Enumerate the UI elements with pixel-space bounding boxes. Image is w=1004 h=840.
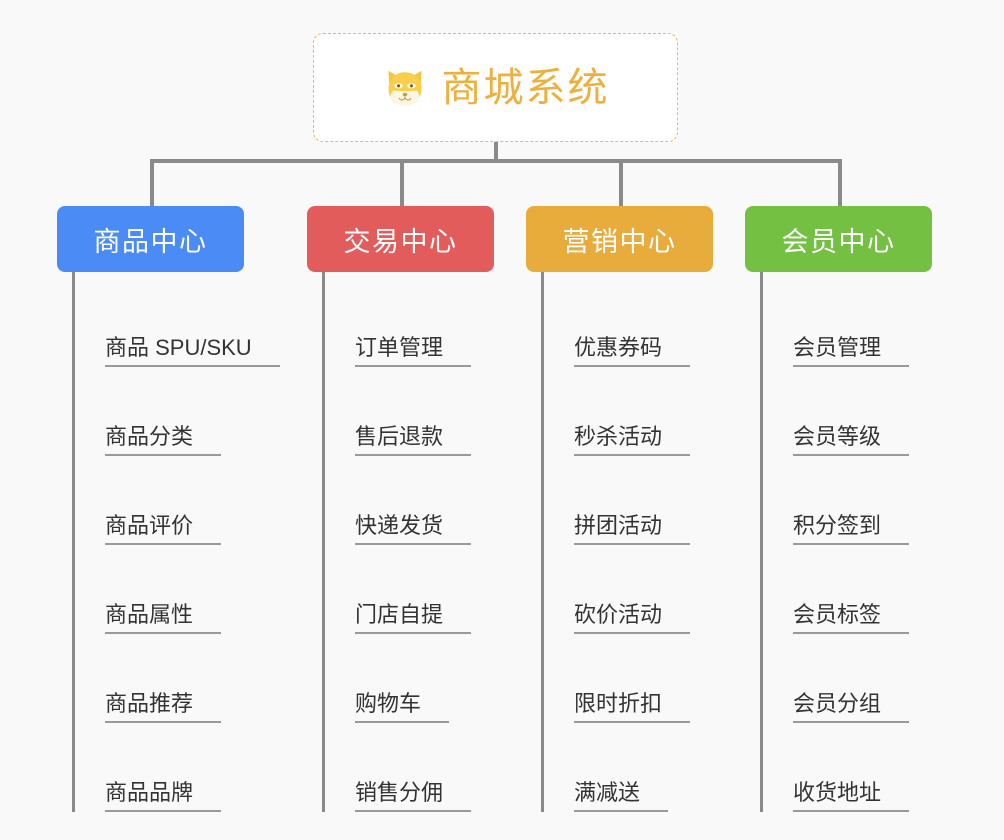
leaf-label: 商品品牌 xyxy=(105,780,222,812)
connector-drop-0 xyxy=(150,159,154,206)
leaf-label: 商品 SPU/SKU xyxy=(105,335,280,367)
leaf-label: 商品分类 xyxy=(105,424,222,456)
list-item[interactable]: 砍价活动 xyxy=(544,545,776,634)
leaf-label: 销售分佣 xyxy=(355,780,472,812)
branch-column-0: 商品中心 商品 SPU/SKU 商品分类 商品评价 商品属性 商品推荐 商品品牌 xyxy=(57,206,307,812)
list-item[interactable]: 会员管理 xyxy=(763,278,995,367)
leaf-stack-0: 商品 SPU/SKU 商品分类 商品评价 商品属性 商品推荐 商品品牌 xyxy=(72,272,307,812)
list-item[interactable]: 商品 SPU/SKU xyxy=(75,278,307,367)
branch-column-2: 营销中心 优惠券码 秒杀活动 拼团活动 砍价活动 限时折扣 满减送 xyxy=(526,206,776,812)
list-item[interactable]: 会员等级 xyxy=(763,367,995,456)
list-item[interactable]: 购物车 xyxy=(325,634,557,723)
list-item[interactable]: 快递发货 xyxy=(325,456,557,545)
category-box-2[interactable]: 营销中心 xyxy=(526,206,713,272)
list-item[interactable]: 商品品牌 xyxy=(75,723,307,812)
leaf-label: 会员分组 xyxy=(793,691,910,723)
list-item[interactable]: 会员标签 xyxy=(763,545,995,634)
connector-bus xyxy=(150,159,840,163)
list-item[interactable]: 商品属性 xyxy=(75,545,307,634)
leaf-label: 订单管理 xyxy=(355,335,472,367)
leaf-label: 砍价活动 xyxy=(574,602,691,634)
list-item[interactable]: 优惠券码 xyxy=(544,278,776,367)
branch-column-3: 会员中心 会员管理 会员等级 积分签到 会员标签 会员分组 收货地址 xyxy=(745,206,995,812)
list-item[interactable]: 满减送 xyxy=(544,723,776,812)
list-item[interactable]: 收货地址 xyxy=(763,723,995,812)
leaf-label: 秒杀活动 xyxy=(574,424,691,456)
list-item[interactable]: 售后退款 xyxy=(325,367,557,456)
leaf-label: 购物车 xyxy=(355,691,450,723)
list-item[interactable]: 商品推荐 xyxy=(75,634,307,723)
leaf-label: 会员标签 xyxy=(793,602,910,634)
leaf-label: 会员等级 xyxy=(793,424,910,456)
list-item[interactable]: 秒杀活动 xyxy=(544,367,776,456)
connector-drop-1 xyxy=(400,159,404,206)
list-item[interactable]: 门店自提 xyxy=(325,545,557,634)
category-box-3[interactable]: 会员中心 xyxy=(745,206,932,272)
list-item[interactable]: 拼团活动 xyxy=(544,456,776,545)
leaf-label: 售后退款 xyxy=(355,424,472,456)
leaf-label: 商品评价 xyxy=(105,513,222,545)
leaf-label: 商品推荐 xyxy=(105,691,222,723)
leaf-stack-2: 优惠券码 秒杀活动 拼团活动 砍价活动 限时折扣 满减送 xyxy=(541,272,776,812)
leaf-label: 限时折扣 xyxy=(574,691,691,723)
list-item[interactable]: 销售分佣 xyxy=(325,723,557,812)
leaf-label: 快递发货 xyxy=(355,513,472,545)
list-item[interactable]: 积分签到 xyxy=(763,456,995,545)
leaf-label: 优惠券码 xyxy=(574,335,691,367)
leaf-label: 会员管理 xyxy=(793,335,910,367)
leaf-label: 商品属性 xyxy=(105,602,222,634)
leaf-label: 满减送 xyxy=(574,780,669,812)
leaf-label: 收货地址 xyxy=(793,780,910,812)
list-item[interactable]: 商品分类 xyxy=(75,367,307,456)
list-item[interactable]: 商品评价 xyxy=(75,456,307,545)
list-item[interactable]: 会员分组 xyxy=(763,634,995,723)
leaf-label: 积分签到 xyxy=(793,513,910,545)
root-node[interactable]: 商城系统 xyxy=(313,33,678,142)
root-title: 商城系统 xyxy=(441,65,610,110)
leaf-stack-3: 会员管理 会员等级 积分签到 会员标签 会员分组 收货地址 xyxy=(760,272,995,812)
leaf-stack-1: 订单管理 售后退款 快递发货 门店自提 购物车 销售分佣 xyxy=(322,272,557,812)
list-item[interactable]: 订单管理 xyxy=(325,278,557,367)
leaf-label: 门店自提 xyxy=(355,602,472,634)
category-box-1[interactable]: 交易中心 xyxy=(307,206,494,272)
category-box-0[interactable]: 商品中心 xyxy=(57,206,244,272)
connector-root-trunk xyxy=(494,142,498,162)
connector-drop-2 xyxy=(619,159,623,206)
list-item[interactable]: 限时折扣 xyxy=(544,634,776,723)
branch-column-1: 交易中心 订单管理 售后退款 快递发货 门店自提 购物车 销售分佣 xyxy=(307,206,557,812)
leaf-label: 拼团活动 xyxy=(574,513,691,545)
shiba-dog-emoji xyxy=(382,65,428,111)
connector-drop-3 xyxy=(838,159,842,206)
